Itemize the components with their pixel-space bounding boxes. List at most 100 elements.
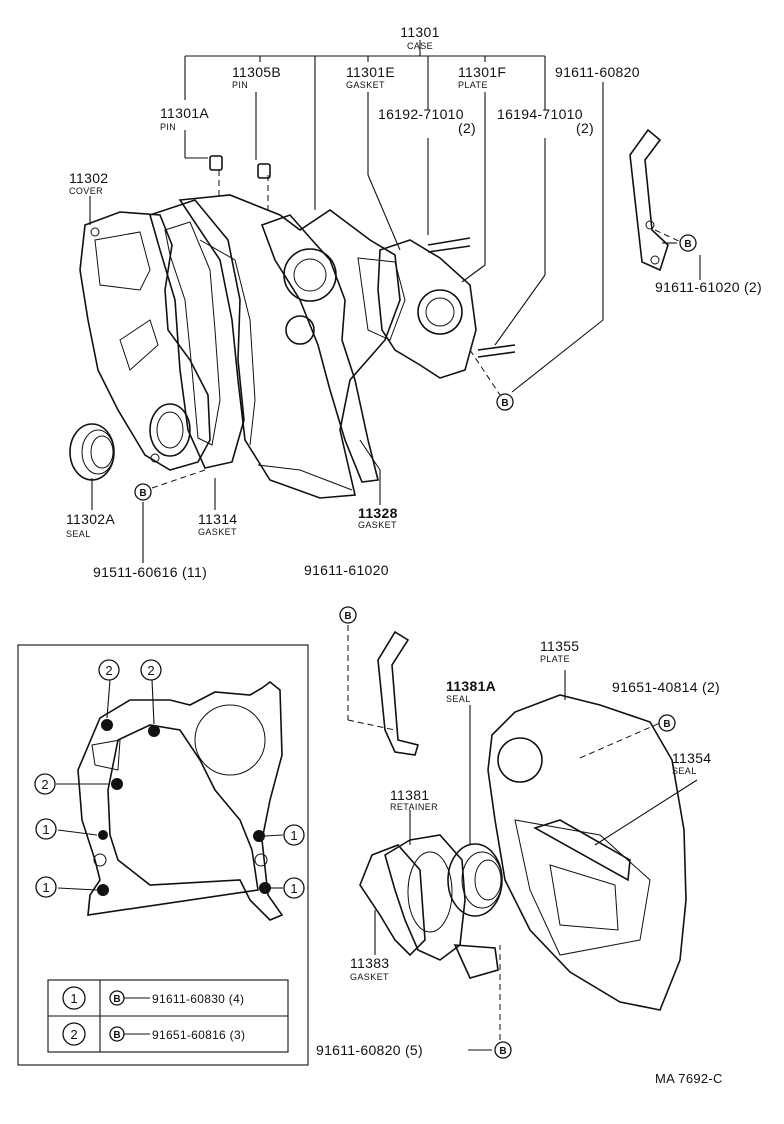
lower-bolt-top-number: 91611-61020	[304, 562, 389, 578]
lower-b-markers: B B B	[339, 606, 676, 1059]
seal-a-name: SEAL	[66, 529, 91, 539]
callout-2-circle	[98, 659, 120, 681]
b-marker-circle	[134, 483, 152, 501]
bracket-bolt-number: 91611-61020 (2)	[655, 279, 762, 295]
hole-marker	[253, 830, 265, 842]
pin-drawings	[209, 155, 271, 179]
rear-plate-number: 11355	[540, 638, 579, 654]
seal-a-number: 11302A	[66, 511, 115, 527]
plate-f-name: PLATE	[458, 80, 488, 90]
gasket-e-name: GASKET	[346, 80, 385, 90]
cover-number: 11302	[69, 170, 108, 186]
plate-seal-number: 11354	[672, 750, 711, 766]
stud-2-number: 16194-71010	[497, 106, 583, 122]
hole-marker	[111, 778, 123, 790]
legend-part-2: 91651-60816 (3)	[152, 1028, 245, 1042]
lower-bolt-bottom-number: 91611-60820 (5)	[316, 1042, 423, 1058]
legend-marker-b: B	[113, 1030, 120, 1041]
legend-key-1-circle	[62, 986, 86, 1010]
case-drawing	[178, 194, 401, 499]
b-marker-label: B	[684, 239, 691, 250]
inset-callouts: 2 2 2 1 1 1 1	[34, 659, 305, 899]
retainer-name: RETAINER	[390, 802, 438, 812]
b-marker-circle	[339, 606, 357, 624]
retainer-gasket-number: 11383	[350, 955, 389, 971]
legend-marker-b: B	[113, 994, 120, 1005]
oil-seal-number: 11381A	[446, 678, 496, 694]
oil-seal-name: SEAL	[446, 694, 471, 704]
callout-1-label: 1	[290, 881, 297, 896]
callout-2-circle	[140, 659, 162, 681]
gasket-14-number: 11314	[198, 511, 237, 527]
lower-bracket-drawing	[377, 630, 420, 756]
callout-2-label: 2	[147, 663, 154, 678]
upper-labels: 11301 CASE 11305B PIN 11301E GASKET 1130…	[66, 24, 762, 580]
retainer-drawing	[384, 834, 499, 979]
upper-bracket-drawing	[629, 128, 669, 272]
callout-1-label: 1	[42, 822, 49, 837]
timing-cover-drawing	[79, 211, 211, 471]
case-number: 11301	[400, 24, 439, 40]
case-gasket-drawing	[260, 214, 379, 483]
gasket-28-name: GASKET	[358, 520, 397, 530]
plate-seal-drawing	[533, 819, 631, 882]
b-marker-circle	[658, 714, 676, 732]
cover-gasket-drawing	[149, 199, 245, 469]
upper-leader-lines	[89, 40, 701, 563]
callout-2-circle	[34, 773, 56, 795]
b-marker-circle	[494, 1041, 512, 1059]
plate-bolt-number: 91651-40814 (2)	[612, 679, 720, 695]
pin-b-name: PIN	[232, 80, 248, 90]
gasket-e-number: 11301E	[346, 64, 395, 80]
callout-1-label: 1	[290, 828, 297, 843]
pin-a-name: PIN	[160, 122, 176, 132]
gasket-28-number: 11328	[358, 505, 398, 521]
bottom-bolt-number: 91511-60616 (11)	[93, 564, 207, 580]
callout-1-circle	[283, 824, 305, 846]
inset-legend-table: 1 B 91611-60830 (4) 2 B 91651-60816 (3)	[47, 979, 289, 1053]
legend-key-2: 2	[70, 1027, 77, 1042]
legend-key-1: 1	[70, 991, 77, 1006]
rear-plate-drawing	[487, 694, 687, 1011]
b-marker-label: B	[663, 719, 670, 730]
hole-marker	[259, 882, 271, 894]
rear-plate-name: PLATE	[540, 654, 570, 664]
hole-marker	[98, 830, 108, 840]
stud-2-qty: (2)	[576, 120, 594, 136]
b-marker-circle	[496, 393, 514, 411]
gasket-14-name: GASKET	[198, 527, 237, 537]
b-marker-label: B	[344, 611, 351, 622]
cover-seal-drawing	[69, 423, 115, 481]
b-marker-circle	[679, 234, 697, 252]
plate-seal-name: SEAL	[672, 766, 697, 776]
stud-1-qty: (2)	[458, 120, 476, 136]
lower-leader-lines	[347, 625, 698, 1051]
retainer-gasket-drawing	[359, 844, 426, 957]
callout-1-label: 1	[42, 880, 49, 895]
retainer-gasket-name: GASKET	[350, 972, 389, 982]
upper-dashed-lines	[151, 170, 684, 489]
plate-f-number: 11301F	[458, 64, 506, 80]
legend-key-2-circle	[62, 1022, 86, 1046]
cover-name: COVER	[69, 186, 103, 196]
pin-a-number: 11301A	[160, 105, 209, 121]
callout-2-label: 2	[105, 663, 112, 678]
top-right-bolt-number: 91611-60820	[555, 64, 640, 80]
hole-marker	[101, 719, 113, 731]
case-name: CASE	[407, 41, 433, 51]
legend-part-1: 91611-60830 (4)	[152, 992, 244, 1006]
stud-drawings	[427, 237, 516, 358]
pin-b-number: 11305B	[232, 64, 281, 80]
stud-1-number: 16192-71010	[378, 106, 464, 122]
callout-1-circle	[283, 877, 305, 899]
retainer-number: 11381	[390, 787, 429, 803]
pump-plate-drawing	[357, 239, 477, 379]
hole-marker	[97, 884, 109, 896]
hole-marker	[148, 725, 160, 737]
upper-b-markers: B B B	[134, 234, 697, 501]
b-marker-label: B	[499, 1046, 506, 1057]
callout-1-circle	[35, 818, 57, 840]
b-marker-label: B	[139, 488, 146, 499]
callout-1-circle	[35, 876, 57, 898]
